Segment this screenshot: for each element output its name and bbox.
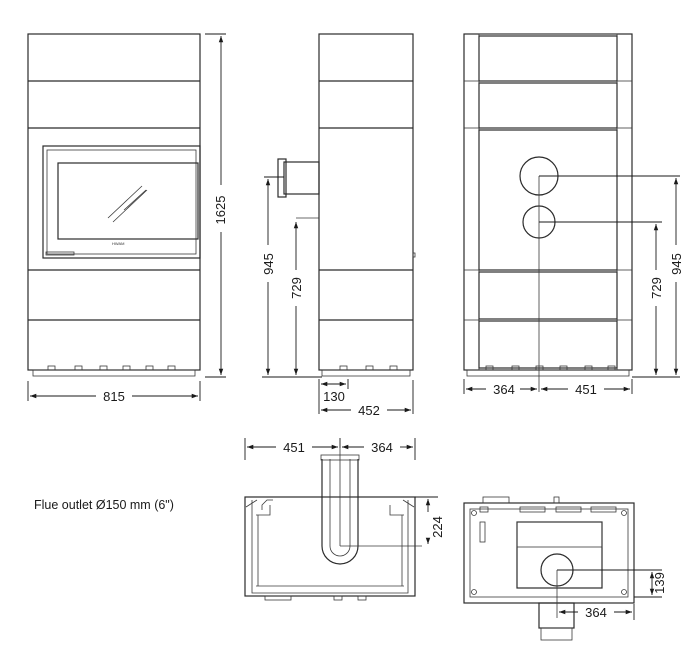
rear-view: 945 729 364 451 [463, 33, 684, 397]
dim-side-air-height: 729 [289, 277, 304, 299]
bottom-view: 139 364 [463, 496, 667, 641]
front-glass [57, 162, 199, 240]
dim-side-flue-offset: 130 [323, 389, 345, 404]
side-flue [283, 161, 320, 195]
flue-outlet-note: Flue outlet Ø150 mm (6") [34, 498, 174, 512]
dim-rear-right: 451 [575, 382, 597, 397]
side-view: 945 729 130 452 [261, 33, 416, 418]
dim-side-flue-height: 945 [261, 253, 276, 275]
dim-top-depth: 224 [430, 516, 445, 538]
dim-rear-left: 364 [493, 382, 515, 397]
brand-label: HWAM [112, 241, 125, 246]
top-view: 451 364 224 [244, 438, 445, 601]
dim-top-right: 364 [371, 440, 393, 455]
dim-bottom-height: 139 [652, 572, 667, 594]
dim-top-left: 451 [283, 440, 305, 455]
dim-rear-flue-height: 945 [669, 253, 684, 275]
dim-side-depth: 452 [358, 403, 380, 418]
front-door [42, 145, 201, 259]
dim-bottom-offset: 364 [585, 605, 607, 620]
dim-front-width: 815 [103, 389, 125, 404]
top-flue-pipe [321, 459, 359, 565]
front-view: HWAM 1625 815 [27, 33, 228, 404]
dim-rear-air-height: 729 [649, 277, 664, 299]
dim-front-height: 1625 [213, 196, 228, 225]
